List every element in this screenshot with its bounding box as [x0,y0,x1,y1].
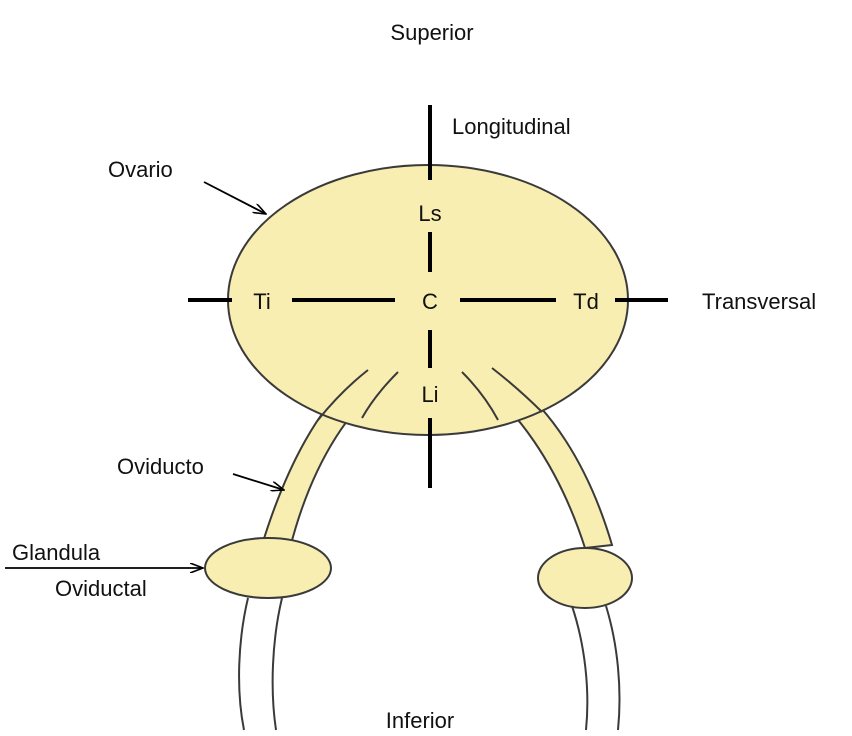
oviducto-arrow [233,474,284,490]
right-lower-ducts [572,606,620,730]
ovario-arrow [204,182,266,214]
label-glandula: Glandula [12,540,101,565]
label-longitudinal: Longitudinal [452,114,571,139]
label-transversal: Transversal [702,289,816,314]
label-left-transversal: Ti [253,289,271,314]
label-lower-longitudinal: Li [421,382,438,407]
left-lower-ducts [239,598,282,730]
label-oviductal: Oviductal [55,576,147,601]
right-oviductal-gland [538,548,632,608]
label-oviducto: Oviducto [117,454,204,479]
label-inferior: Inferior [386,708,454,733]
label-superior: Superior [390,20,473,45]
label-center: C [422,289,438,314]
left-oviductal-gland [205,538,331,598]
label-right-transversal: Td [573,289,599,314]
label-upper-longitudinal: Ls [418,201,441,226]
label-ovario: Ovario [108,157,173,182]
